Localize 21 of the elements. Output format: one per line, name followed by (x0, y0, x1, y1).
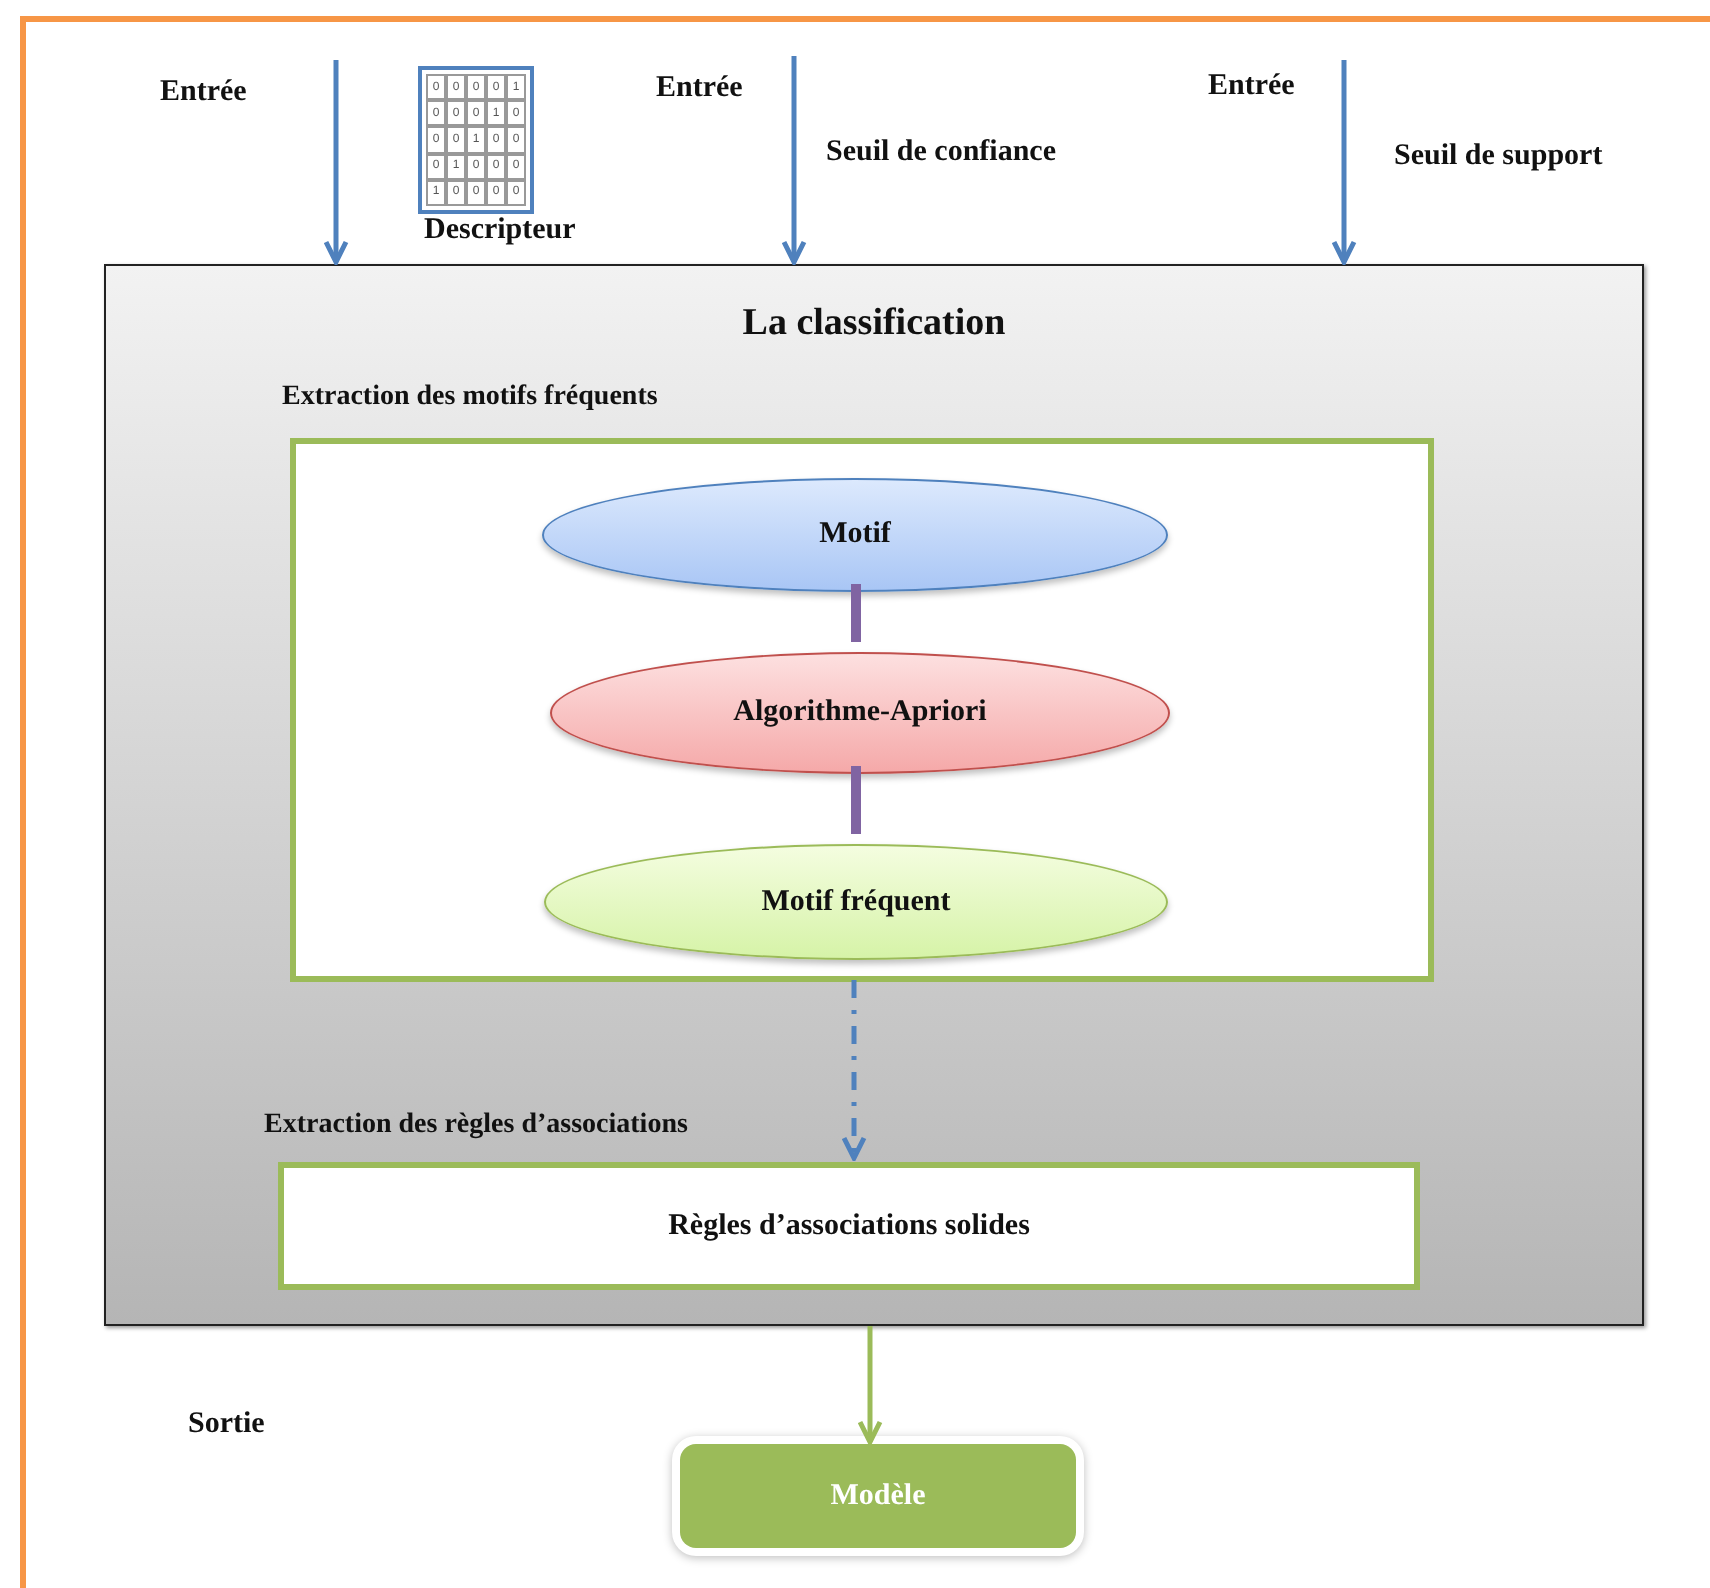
text-label: Entrée (1208, 70, 1295, 104)
text-label: Entrée (160, 76, 247, 110)
text-label: Sortie (188, 1408, 265, 1442)
text-label: Entrée (656, 72, 743, 106)
process-ellipse: Motif fréquent (544, 844, 1168, 960)
arrow (857, 1326, 883, 1445)
arrow (841, 980, 867, 1161)
arrow (1331, 60, 1357, 265)
arrow (781, 56, 807, 265)
text-label: Seuil de confiance (826, 136, 1056, 170)
text-label: Seuil de support (1394, 140, 1603, 174)
text-label: Descripteur (424, 214, 576, 248)
section-heading: Extraction des règles d’associations (264, 1110, 688, 1142)
output-box: Modèle (680, 1444, 1076, 1548)
process-panel (104, 264, 1644, 1326)
process-ellipse: Motif (542, 478, 1168, 592)
process-ellipse: Algorithme-Apriori (550, 652, 1170, 774)
panel-title: La classification (740, 302, 1008, 346)
box-text: Règles d’associations solides (668, 1209, 1030, 1243)
arrow (323, 60, 349, 265)
section-heading: Extraction des motifs fréquents (282, 382, 658, 414)
